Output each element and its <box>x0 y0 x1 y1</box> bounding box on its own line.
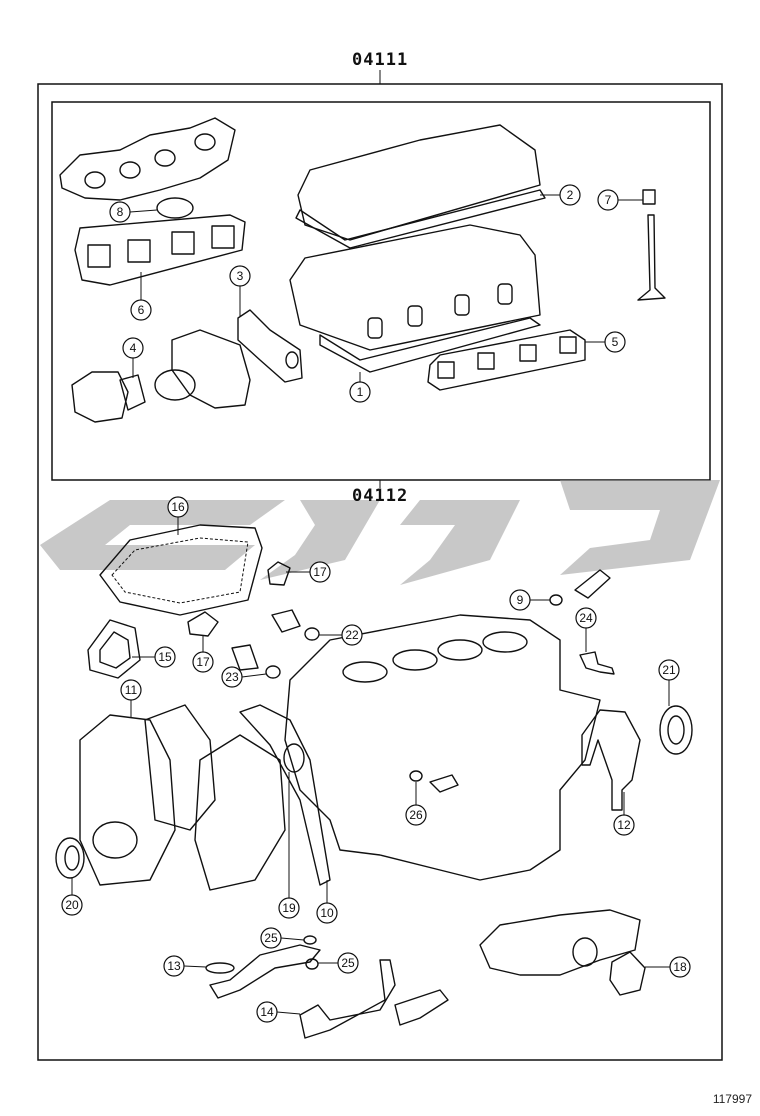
callout-14: 14 <box>256 1001 278 1023</box>
callout-18-label: 18 <box>673 960 687 974</box>
callout-13-label: 13 <box>167 959 181 973</box>
callout-14-label: 14 <box>260 1005 274 1019</box>
callout-8: 8 <box>109 201 131 223</box>
callout-7: 7 <box>597 189 619 211</box>
callout-4-label: 4 <box>130 341 137 355</box>
callout-22-label: 22 <box>345 628 359 642</box>
callout-17b-label: 17 <box>196 655 210 669</box>
callout-24: 24 <box>575 607 597 629</box>
kit-code-lower: 04112 <box>352 486 409 506</box>
callout-26-label: 26 <box>409 808 423 822</box>
callout-20: 20 <box>61 894 83 916</box>
callout-10-label: 10 <box>320 906 334 920</box>
callout-16: 16 <box>167 496 189 518</box>
callout-17b: 17 <box>192 651 214 673</box>
callout-3: 3 <box>229 265 251 287</box>
callout-23-label: 23 <box>225 670 239 684</box>
callout-24-label: 24 <box>579 611 593 625</box>
callout-25a: 25 <box>260 927 282 949</box>
callout-25b: 25 <box>337 952 359 974</box>
callout-8-label: 8 <box>117 205 124 219</box>
callout-2-label: 2 <box>567 188 574 202</box>
callout-19-label: 19 <box>282 901 296 915</box>
callout-6-label: 6 <box>138 303 145 317</box>
callout-5: 5 <box>604 331 626 353</box>
callout-1: 1 <box>349 381 371 403</box>
kit-code-upper: 04111 <box>352 50 409 70</box>
callout-26: 26 <box>405 804 427 826</box>
callout-17a-label: 17 <box>313 565 327 579</box>
callout-2: 2 <box>559 184 581 206</box>
callout-16-label: 16 <box>171 500 185 514</box>
callout-1-label: 1 <box>357 385 364 399</box>
callouts: 1 2 3 4 5 6 7 8 9 10 11 12 13 <box>61 184 691 1023</box>
callout-15: 15 <box>154 646 176 668</box>
callout-9-label: 9 <box>517 593 524 607</box>
callout-17a: 17 <box>309 561 331 583</box>
callout-9: 9 <box>509 589 531 611</box>
callout-21: 21 <box>658 659 680 681</box>
callout-7-label: 7 <box>605 193 612 207</box>
callout-4: 4 <box>122 337 144 359</box>
callout-19: 19 <box>278 897 300 919</box>
callout-11: 11 <box>120 679 142 701</box>
callout-13: 13 <box>163 955 185 977</box>
callout-6: 6 <box>130 299 152 321</box>
callout-12: 12 <box>613 814 635 836</box>
callout-11-label: 11 <box>125 683 138 697</box>
callout-22: 22 <box>341 624 363 646</box>
callout-18: 18 <box>669 956 691 978</box>
watermark-logo <box>40 480 720 585</box>
callout-21-label: 21 <box>662 663 676 677</box>
callout-25b-label: 25 <box>341 956 355 970</box>
callout-10: 10 <box>316 902 338 924</box>
callout-5-label: 5 <box>612 335 619 349</box>
callout-12-label: 12 <box>617 818 631 832</box>
callout-3-label: 3 <box>237 269 244 283</box>
figure-id: 117997 <box>712 1092 752 1106</box>
callout-23: 23 <box>221 666 243 688</box>
callout-25a-label: 25 <box>264 931 278 945</box>
callout-20-label: 20 <box>65 898 79 912</box>
callout-15-label: 15 <box>158 650 172 664</box>
upper-kit-frame <box>51 101 711 481</box>
